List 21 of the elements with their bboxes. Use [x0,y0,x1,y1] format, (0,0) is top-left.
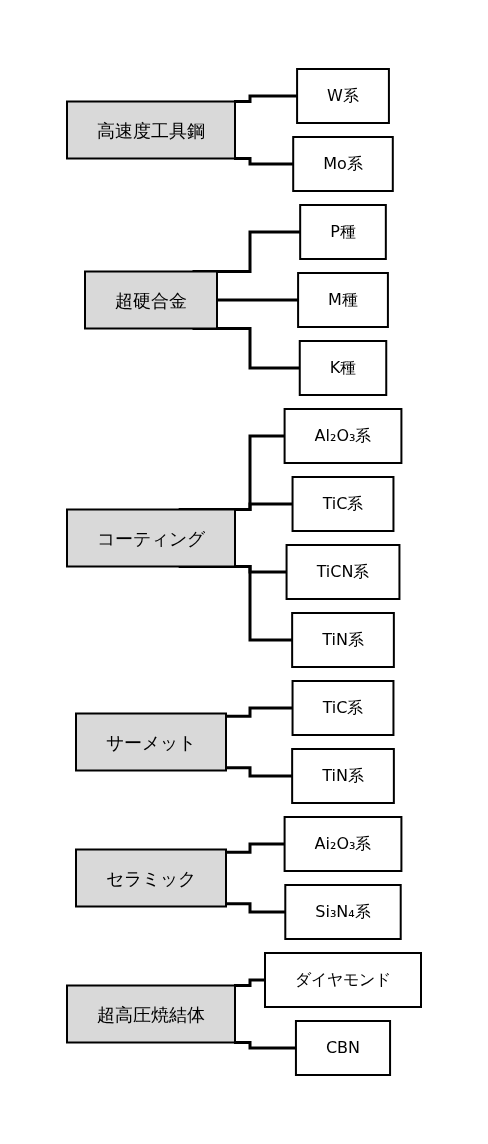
node-box: 超高圧焼結体 [66,984,236,1044]
node-box: TiC系 [291,680,395,736]
node-box: K種 [298,340,388,396]
node-box: ダイヤモンド [264,952,422,1008]
node-box: CBN [294,1020,392,1076]
node-box: M種 [297,272,389,328]
node-box: 高速度工具鋼 [66,100,236,160]
node-box: TiC系 [291,476,395,532]
node-box: セラミック [75,848,227,908]
node-box: P種 [299,204,387,260]
node-box: コーティング [66,508,236,568]
node-box: 超硬合金 [84,270,218,330]
node-box: TiN系 [291,612,395,668]
node-box: Al₂O₃系 [283,408,403,464]
node-box: Ai₂O₃系 [283,816,403,872]
node-box: Mo系 [292,136,394,192]
node-box: TiN系 [291,748,395,804]
node-box: W系 [296,68,390,124]
node-box: TiCN系 [285,544,401,600]
node-box: サーメット [75,712,227,772]
node-box: Si₃N₄系 [284,884,402,940]
